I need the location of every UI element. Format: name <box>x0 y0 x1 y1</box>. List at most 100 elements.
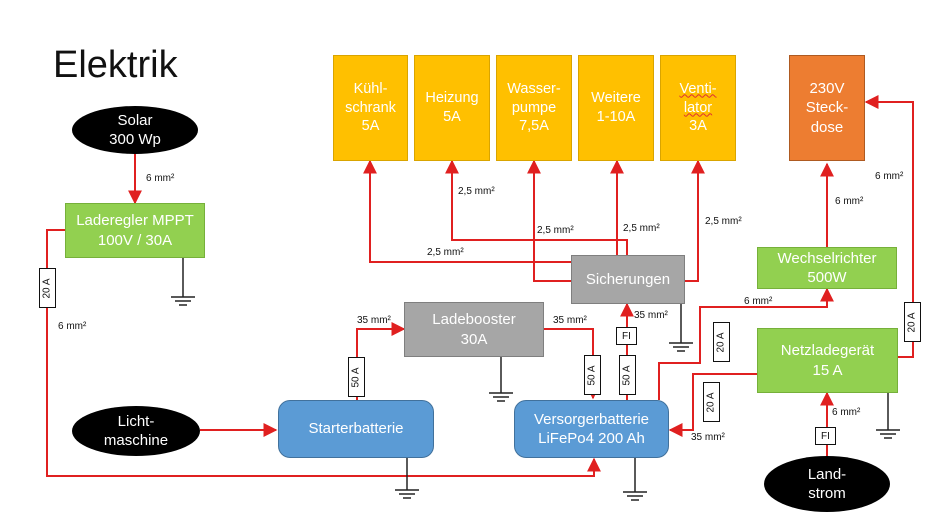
kuehlschrank-line-2: schrank <box>345 99 396 116</box>
cable-label-right: 6 mm² <box>875 171 904 182</box>
fuse-wechselrichter: 20 A <box>713 322 730 362</box>
fi-sicherungen: FI <box>616 327 637 345</box>
ladebooster-box: Ladebooster 30A <box>404 302 544 357</box>
fuse-booster-label: 50 A <box>587 364 598 386</box>
netzladegeraet-line-1: Netzladegerät <box>780 342 875 359</box>
fuse-sicherungen-label: 50 A <box>622 364 633 386</box>
weitere-line-2: 1-10A <box>596 109 636 125</box>
netzladegeraet-line-2: 15 A <box>812 361 843 379</box>
kuehlschrank-line-1: Kühl- <box>353 80 388 97</box>
solar-line-1: Solar <box>117 111 153 129</box>
landstrom-line-2: strom <box>808 485 846 502</box>
lichtmaschine-line-2: maschine <box>103 432 169 449</box>
page-title: Elektrik <box>53 44 178 86</box>
fi-landstrom-label: FI <box>821 430 830 442</box>
wire-netz-steckdose <box>864 95 914 358</box>
ground-sicherungen <box>669 304 693 352</box>
ventilator-line-3: 3A <box>689 118 707 135</box>
ground-laderegler <box>171 258 195 306</box>
versorgerbatterie-line-2: LiFePo4 200 Ah <box>538 430 645 447</box>
fuse-booster: 50 A <box>584 355 601 395</box>
source-landstrom: Land-strom <box>764 456 890 512</box>
starterbatterie-label: Starterbatterie <box>308 420 404 438</box>
wire-versorger-wechselrichter <box>658 287 834 400</box>
cable-label-wechselrichter: 6 mm² <box>744 296 773 307</box>
ladebooster-line-1: Ladebooster <box>432 311 516 328</box>
cable-label-booster-in: 35 mm² <box>357 315 391 326</box>
wire-sich-venti <box>685 159 705 282</box>
wasserpumpe-line-3: 7,5A <box>519 118 549 135</box>
fi-landstrom: FI <box>815 427 836 445</box>
heizung-box: Heizung 5A <box>414 55 490 161</box>
ground-starter <box>395 458 419 499</box>
steckdose-box: 230V Steck-dose <box>789 55 865 161</box>
wire-sich-kuehl <box>363 159 571 263</box>
fuse-left-label: 20 A <box>42 277 53 299</box>
laderegler-line-1: Laderegler MPPT <box>76 212 194 229</box>
kuehlschrank-box: Kühl-schrank 5A <box>333 55 408 161</box>
fuse-wechselrichter-label: 20 A <box>716 331 727 353</box>
fi-sicherungen-label: FI <box>622 330 631 342</box>
fuse-netzladegeraet: 20 A <box>703 382 720 422</box>
wechselrichter-line-1: Wechselrichter <box>777 249 877 267</box>
ground-symbols <box>171 258 900 501</box>
steckdose-line-1: 230V <box>809 79 845 97</box>
fuse-sicherungen: 50 A <box>619 355 636 395</box>
netzladegeraet-box: Netzladegerät 15 A <box>757 328 898 393</box>
solar-line-2: 300 Wp <box>109 131 161 148</box>
laderegler-line-2: 100V / 30A <box>97 231 173 249</box>
weitere-line-1: Weitere <box>591 90 641 107</box>
lichtmaschine-line-1: Licht- <box>117 412 155 430</box>
ground-ladebooster <box>489 357 513 402</box>
fuse-netzladegeraet-label: 20 A <box>706 391 717 413</box>
source-lichtmaschine: Licht-maschine <box>72 406 200 456</box>
laderegler-box: Laderegler MPPT 100V / 30A <box>65 203 205 258</box>
cable-label-landstrom: 6 mm² <box>832 407 861 418</box>
wire-laderegler-versorger <box>46 229 601 477</box>
sicherungen-label: Sicherungen <box>585 270 671 288</box>
landstrom-line-1: Land- <box>807 465 847 483</box>
sicherungen-box: Sicherungen <box>571 255 685 304</box>
fuse-right: 20 A <box>904 302 921 342</box>
wasserpumpe-line-2: pumpe <box>511 99 557 116</box>
cable-label-wasserpumpe: 2,5 mm² <box>537 225 574 236</box>
versorgerbatterie-line-1: Versorgerbatterie <box>533 410 650 428</box>
fuse-right-label: 20 A <box>907 311 918 333</box>
heizung-line-2: 5A <box>443 109 461 125</box>
cable-label-steckdose: 6 mm² <box>835 196 864 207</box>
cable-label-booster-out: 35 mm² <box>553 315 587 326</box>
ventilator-box: Venti-lator 3A <box>660 55 736 161</box>
ventilator-line-1: Venti- <box>679 80 717 97</box>
source-solar: Solar 300 Wp <box>72 106 198 154</box>
wire-sich-wasser <box>527 159 571 282</box>
wire-netz-versorger <box>668 373 757 437</box>
ladebooster-line-2: 30A <box>460 330 488 348</box>
cable-label-kuehlschrank: 2,5 mm² <box>427 247 464 258</box>
fuse-starter: 50 A <box>348 357 365 397</box>
cable-label-solar: 6 mm² <box>146 173 175 184</box>
cable-label-sicherungen: 35 mm² <box>634 310 668 321</box>
steckdose-line-2: Steck- <box>805 99 849 117</box>
wechselrichter-box: Wechselrichter 500W <box>757 247 897 289</box>
ground-versorger <box>623 458 647 501</box>
cable-label-left: 6 mm² <box>58 321 87 332</box>
cable-label-ventilator: 2,5 mm² <box>705 216 742 227</box>
starterbatterie-box: Starterbatterie <box>278 400 434 458</box>
cable-label-weitere: 2,5 mm² <box>623 223 660 234</box>
fuse-starter-label: 50 A <box>351 366 362 388</box>
steckdose-line-3: dose <box>810 118 844 136</box>
ground-netzladegeraet <box>876 393 900 439</box>
cable-label-heizung: 2,5 mm² <box>458 186 495 197</box>
weitere-box: Weitere 1-10A <box>578 55 654 161</box>
ventilator-line-2: lator <box>683 99 713 116</box>
heizung-line-1: Heizung <box>425 90 479 107</box>
wasserpumpe-box: Wasser-pumpe 7,5A <box>496 55 572 161</box>
wire-sich-heiz <box>445 159 628 255</box>
fuse-left: 20 A <box>39 268 56 308</box>
cable-label-netz: 35 mm² <box>691 432 725 443</box>
kuehlschrank-line-3: 5A <box>361 118 380 135</box>
wechselrichter-line-2: 500W <box>807 269 847 286</box>
wasserpumpe-line-1: Wasser- <box>507 80 561 97</box>
